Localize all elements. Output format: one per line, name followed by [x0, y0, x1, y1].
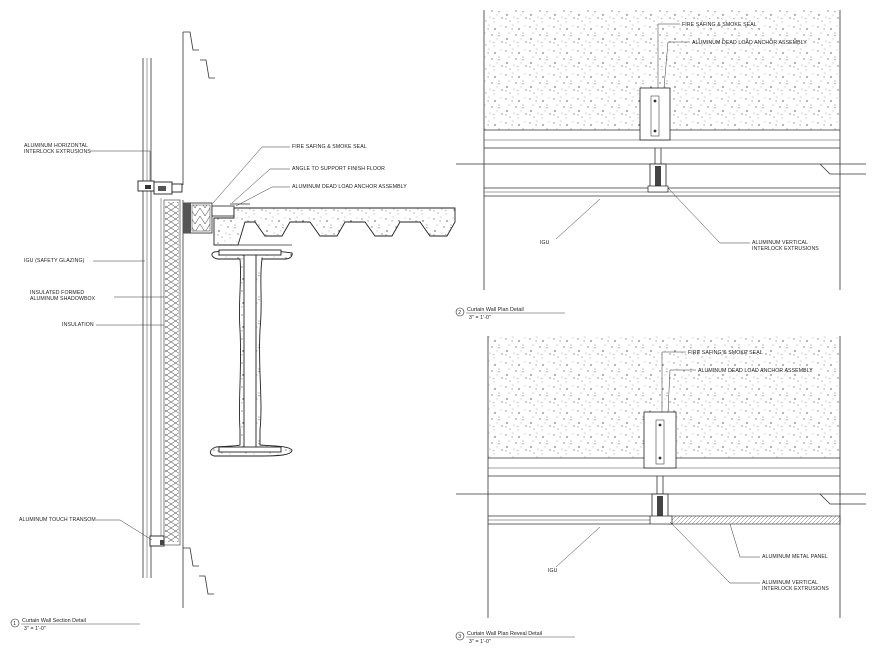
- label-anchor: ALUMINUM DEAD LOAD ANCHOR ASSEMBLY: [692, 40, 807, 46]
- detail-title: Curtain Wall Plan Reveal Detail: [467, 631, 542, 637]
- detail-number-circle: [10, 618, 20, 628]
- label-angle: ANGLE TO SUPPORT FINISH FLOOR: [292, 166, 385, 172]
- detail-3-plan-reveal: FIRE SAFING & SMOKE SEAL ALUMINUM DEAD L…: [455, 336, 866, 645]
- detail-title: Curtain Wall Section Detail: [22, 618, 86, 624]
- label-igu: IGU: [540, 240, 550, 246]
- label-horizontal-extrusions-1: ALUMINUM HORIZONTAL: [24, 143, 88, 149]
- label-anchor: ALUMINUM DEAD LOAD ANCHOR ASSEMBLY: [698, 368, 813, 374]
- label-vertical-1: ALUMINUM VERTICAL: [752, 240, 808, 246]
- detail-number: 3: [458, 634, 461, 640]
- detail-number-circle: [455, 631, 465, 641]
- label-vertical-1: ALUMINUM VERTICAL: [762, 580, 818, 586]
- label-igu: IGU: [548, 568, 558, 574]
- detail-2-plan: FIRE SAFING & SMOKE SEAL ALUMINUM DEAD L…: [455, 10, 866, 321]
- label-vertical-2: INTERLOCK EXTRUSIONS: [752, 246, 819, 252]
- detail-number: 1: [13, 621, 16, 627]
- label-metal-panel: ALUMINUM METAL PANEL: [762, 554, 828, 560]
- detail-title: Curtain Wall Plan Detail: [467, 307, 524, 313]
- label-transom: ALUMINUM TOUCH TRANSOM: [19, 517, 96, 523]
- detail-scale: 3" = 1'-0": [24, 626, 46, 632]
- label-fire-safing: FIRE SAFING & SMOKE SEAL: [688, 350, 763, 356]
- label-shadowbox-1: INSULATED FORMED: [30, 290, 84, 296]
- label-shadowbox-2: ALUMINUM SHADOWBOX: [30, 296, 96, 302]
- label-horizontal-extrusions-2: INTERLOCK EXTRUSIONS: [24, 149, 91, 155]
- detail-scale: 3" = 1'-0": [469, 639, 491, 645]
- label-fire-safing: FIRE SAFING & SMOKE SEAL: [292, 144, 367, 150]
- label-vertical-2: INTERLOCK EXTRUSIONS: [762, 586, 829, 592]
- label-insulation: INSULATION: [62, 322, 94, 328]
- detail-1-section: ALUMINUM HORIZONTAL INTERLOCK EXTRUSIONS…: [10, 31, 456, 632]
- detail-number: 2: [458, 310, 461, 316]
- label-igu: IGU (SAFETY GLAZING): [24, 258, 85, 264]
- label-fire-safing: FIRE SAFING & SMOKE SEAL: [682, 22, 757, 28]
- detail-scale: 3" = 1'-0": [469, 315, 491, 321]
- label-anchor: ALUMINUM DEAD LOAD ANCHOR ASSEMBLY: [292, 184, 407, 190]
- detail-number-circle: [455, 307, 465, 317]
